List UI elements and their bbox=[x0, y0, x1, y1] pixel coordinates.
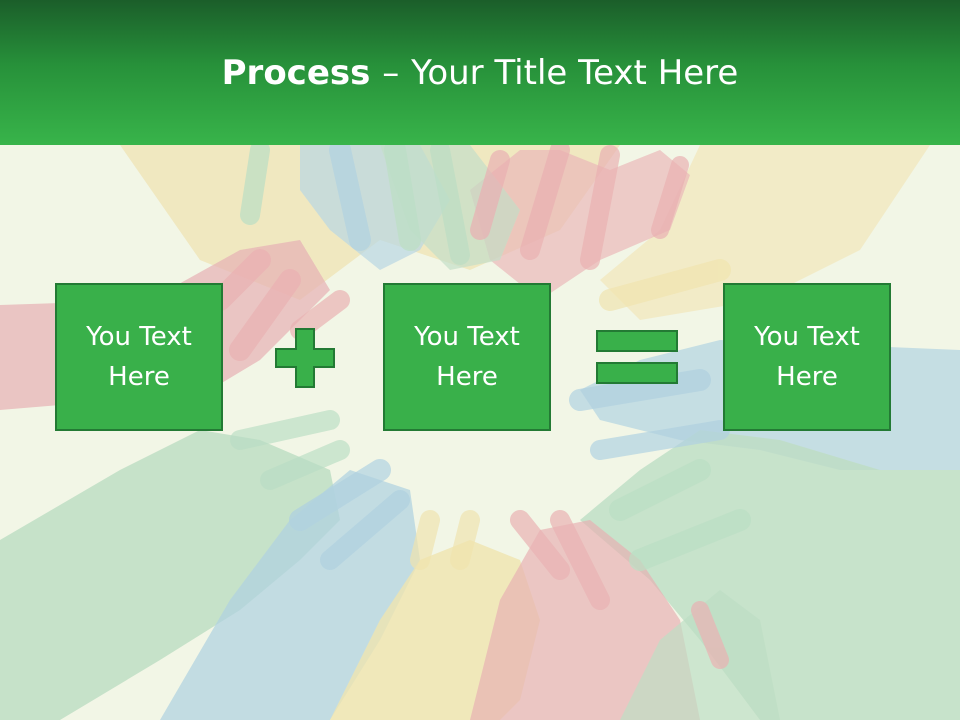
hand-shape-pink-top bbox=[470, 150, 690, 300]
slide-title[interactable]: Process – Your Title Text Here bbox=[222, 56, 739, 90]
plus-icon bbox=[275, 328, 335, 388]
process-box-1[interactable]: You Text Here bbox=[55, 283, 223, 431]
process-box-2[interactable]: You Text Here bbox=[383, 283, 551, 431]
hand-shape-green-bottom-right bbox=[620, 590, 780, 720]
process-box-2-text: You Text Here bbox=[414, 322, 520, 392]
process-box-1-text: You Text Here bbox=[86, 322, 192, 392]
process-box-3[interactable]: You Text Here bbox=[723, 283, 891, 431]
title-separator: – bbox=[382, 52, 400, 93]
title-rest-part: Your Title Text Here bbox=[411, 52, 739, 93]
process-box-3-text: You Text Here bbox=[754, 322, 860, 392]
title-bar: Process – Your Title Text Here bbox=[0, 0, 960, 145]
hand-shape-green-left bbox=[0, 430, 340, 720]
title-bold-part: Process bbox=[221, 52, 371, 93]
equals-icon bbox=[596, 330, 678, 384]
hand-shape-green-right bbox=[580, 430, 960, 720]
